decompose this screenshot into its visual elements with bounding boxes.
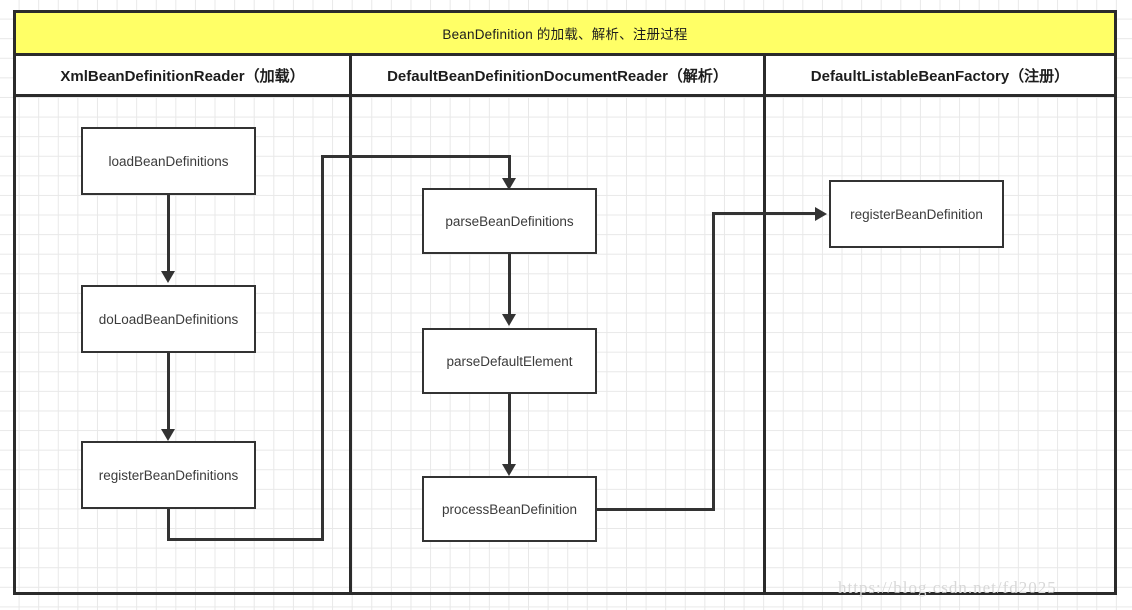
edge-process-to-registry-arrow <box>815 207 827 221</box>
edge-register-to-parse-seg3 <box>321 155 324 540</box>
node-parse-bean-definitions[interactable]: parseBeanDefinitions <box>422 188 597 254</box>
edge-register-to-parse-arrow <box>502 178 516 190</box>
edge-process-to-registry-seg2 <box>712 212 715 510</box>
edge-doload-to-register-line <box>167 353 170 429</box>
diagram-title-band: BeanDefinition 的加载、解析、注册过程 <box>13 10 1117 56</box>
edge-register-to-parse-seg5 <box>508 155 511 181</box>
column-divider-1 <box>349 97 352 595</box>
edge-default-to-process-line <box>508 394 511 464</box>
edge-process-to-registry-seg1 <box>596 508 715 511</box>
column-header-parser: DefaultBeanDefinitionDocumentReader（解析） <box>352 56 766 94</box>
diagram-title: BeanDefinition 的加载、解析、注册过程 <box>442 27 688 42</box>
edge-default-to-process-arrow <box>502 464 516 476</box>
watermark-text: https://blog.csdn.net/fd2025 <box>838 578 1057 597</box>
node-process-bean-definition[interactable]: processBeanDefinition <box>422 476 597 542</box>
edge-parse-to-default-arrow <box>502 314 516 326</box>
edge-load-to-doload-line <box>167 195 170 271</box>
node-parse-default-element[interactable]: parseDefaultElement <box>422 328 597 394</box>
edge-register-to-parse-seg4 <box>321 155 511 158</box>
edge-doload-to-register-arrow <box>161 429 175 441</box>
edge-register-to-parse-seg1 <box>167 509 170 540</box>
edge-process-to-registry-seg3 <box>712 212 817 215</box>
column-header-row: XmlBeanDefinitionReader（加载） DefaultBeanD… <box>13 56 1117 97</box>
column-header-loader: XmlBeanDefinitionReader（加载） <box>16 56 352 94</box>
column-divider-2 <box>763 97 766 595</box>
column-header-registry: DefaultListableBeanFactory（注册） <box>810 67 1070 85</box>
edge-parse-to-default-line <box>508 254 511 314</box>
node-register-bean-definition[interactable]: registerBeanDefinition <box>829 180 1004 248</box>
node-do-load-bean-definitions[interactable]: doLoadBeanDefinitions <box>81 285 256 353</box>
node-load-bean-definitions[interactable]: loadBeanDefinitions <box>81 127 256 195</box>
edge-register-to-parse-seg2 <box>167 538 324 541</box>
node-register-bean-definitions[interactable]: registerBeanDefinitions <box>81 441 256 509</box>
edge-load-to-doload-arrow <box>161 271 175 283</box>
